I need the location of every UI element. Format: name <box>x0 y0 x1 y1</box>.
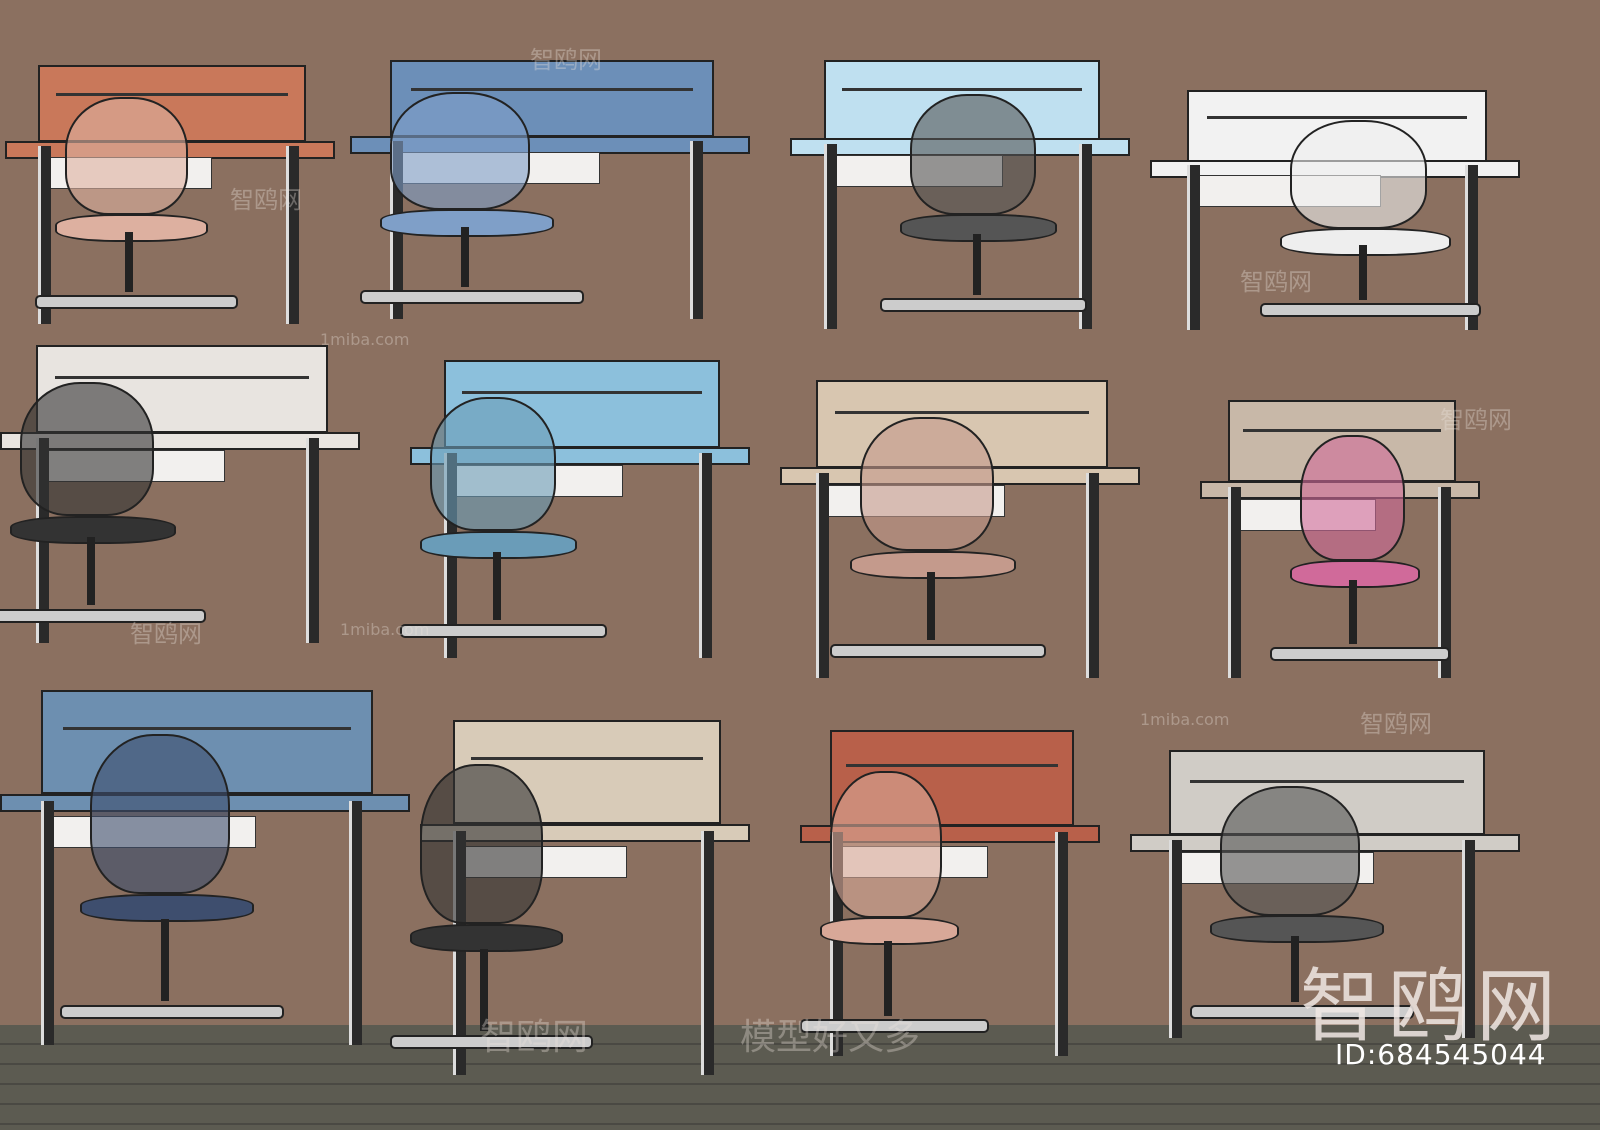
desk-leg <box>38 146 51 325</box>
chair-base <box>880 298 1087 312</box>
watermark-brand: 智鸥网 <box>1440 406 1512 434</box>
hutch-shelf <box>835 411 1089 415</box>
desk-leg <box>1464 165 1478 330</box>
chair-back <box>860 417 994 552</box>
desk-chair-set <box>390 720 750 1090</box>
watermark-brand: 智鸥网 <box>1240 268 1312 296</box>
watermark-site: 1miba.com <box>320 330 410 349</box>
desk-chair-set <box>1130 750 1520 1050</box>
hutch-shelf <box>55 376 309 380</box>
hutch-shelf <box>842 88 1082 92</box>
chair-post <box>161 919 169 1001</box>
chair-back <box>1290 120 1428 229</box>
chair-post <box>1359 245 1368 300</box>
chair-back <box>390 92 530 210</box>
hutch-shelf <box>1243 429 1441 433</box>
watermark-slogan: 模型好又多 <box>740 1017 921 1058</box>
watermark-brand: 智鸥网 <box>230 186 302 214</box>
desk-chair-set <box>1150 90 1520 340</box>
chair-back <box>20 382 154 517</box>
desk-leg <box>1169 840 1182 1038</box>
watermark-brand: 智鸥网 <box>1360 710 1432 738</box>
chair-post <box>125 232 134 292</box>
desk-chair-set <box>400 360 750 670</box>
chair-base <box>1260 302 1481 317</box>
chair-base <box>360 289 584 304</box>
desk-chair-set <box>0 690 410 1060</box>
chair-base <box>390 1034 593 1049</box>
chair-post <box>461 227 469 287</box>
chair-back <box>1220 786 1360 916</box>
desk-chair-set <box>800 730 1100 1070</box>
chair-back <box>830 770 942 918</box>
desk-chair-set <box>780 380 1140 690</box>
desk-leg <box>1079 144 1092 329</box>
chair-base <box>1190 1005 1414 1019</box>
chair-back <box>65 97 188 215</box>
hutch-shelf <box>55 92 289 96</box>
desk-leg <box>816 473 829 678</box>
chair-base <box>400 623 607 638</box>
watermark-brand: 智鸥网 <box>530 46 602 74</box>
desk-chair-set <box>0 345 360 655</box>
chair-base <box>35 294 238 309</box>
desk-leg <box>285 146 299 325</box>
watermark-brand: 智鸥网 <box>130 620 202 648</box>
hutch-shelf <box>846 764 1058 768</box>
watermark-site: 1miba.com <box>340 620 430 639</box>
hutch-shelf <box>470 756 704 760</box>
desk-leg <box>1461 840 1475 1038</box>
chair-back <box>90 734 230 894</box>
hutch-shelf <box>1206 115 1468 119</box>
chair-base <box>60 1004 284 1019</box>
desk-leg <box>1187 165 1200 330</box>
chair-post <box>883 940 892 1016</box>
desk-leg <box>348 801 362 1046</box>
chair-back <box>910 93 1037 216</box>
desk-leg <box>1438 487 1451 679</box>
desk-chair-set <box>1200 400 1480 690</box>
chair-seat <box>80 893 254 922</box>
hutch-shelf <box>411 87 693 91</box>
chair-post <box>480 949 489 1031</box>
chair-post <box>87 537 95 606</box>
chair-post <box>927 572 935 641</box>
desk-chair-set <box>790 60 1130 340</box>
desk-leg <box>1055 832 1068 1057</box>
hutch-shelf <box>1189 780 1465 784</box>
model-id: ID:684545044 <box>1335 1038 1547 1071</box>
desk-leg <box>699 453 712 658</box>
chair-back <box>420 764 543 924</box>
desk-leg <box>690 141 703 320</box>
desk-leg <box>1228 487 1241 679</box>
chair-back <box>1300 434 1405 561</box>
chair-base <box>1270 646 1450 661</box>
watermark-brand: 智鸥网 <box>480 1017 589 1058</box>
chair-base <box>0 608 206 623</box>
chair-post <box>492 552 501 621</box>
chair-post <box>1349 579 1357 644</box>
chair-post <box>1291 936 1299 1002</box>
chair-back <box>430 397 557 532</box>
desk-chair-set <box>350 60 750 330</box>
watermark-logo: 智鸥网 <box>1300 960 1564 1053</box>
chair-base <box>830 643 1046 658</box>
desk-chair-set <box>5 65 335 335</box>
chair-post <box>972 233 981 296</box>
floor <box>0 1025 1600 1130</box>
desk-leg <box>824 144 837 329</box>
desk-leg <box>700 831 714 1076</box>
chair-base <box>800 1019 989 1033</box>
hutch-shelf <box>462 391 702 395</box>
desk-leg <box>41 801 54 1046</box>
hutch-shelf <box>62 726 352 730</box>
chair-seat <box>410 923 563 952</box>
watermark-site: 1miba.com <box>1140 710 1230 729</box>
desk-leg <box>306 438 319 643</box>
desk-leg <box>1086 473 1099 678</box>
chair-seat <box>380 208 554 237</box>
